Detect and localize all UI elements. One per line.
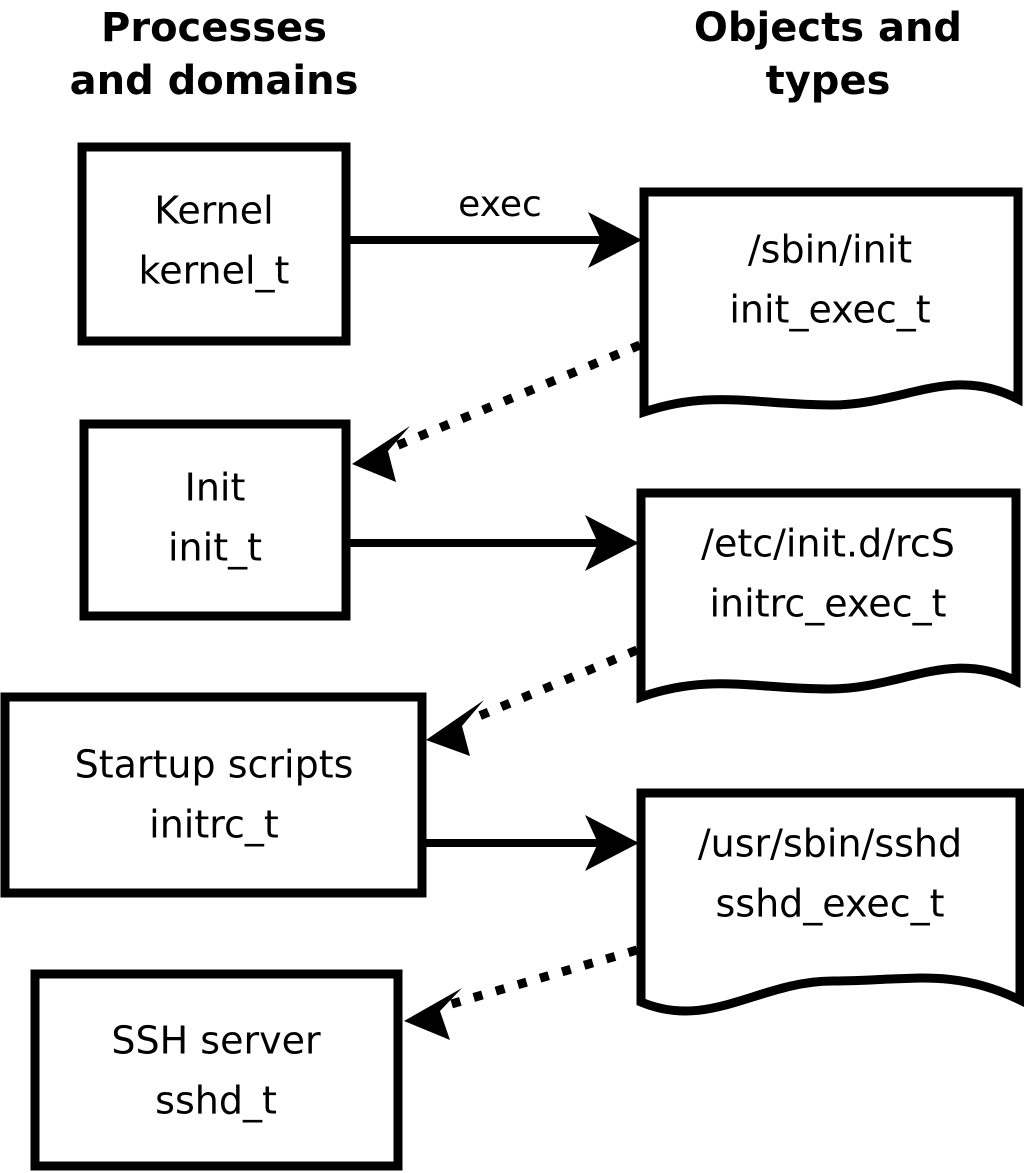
edge-kernel-exec-init_exec: exec — [350, 184, 642, 268]
node-sshd_exec-line1: /usr/sbin/sshd — [698, 822, 962, 866]
edge-label-exec: exec — [458, 184, 542, 225]
node-kernel-line1: Kernel — [154, 189, 273, 233]
node-initrc_exec[interactable]: /etc/init.d/rcS initrc_exec_t — [636, 488, 1021, 704]
column-header-objects-line2: types — [766, 58, 891, 104]
node-init[interactable]: Init init_t — [79, 419, 351, 621]
node-sshd-line2: sshd_t — [155, 1079, 277, 1123]
node-sshd_exec[interactable]: /usr/sbin/sshd sshd_exec_t — [636, 788, 1024, 1016]
column-header-objects-line1: Objects and — [694, 5, 962, 51]
node-sshd-box — [30, 969, 403, 1171]
node-init-line1: Init — [185, 466, 246, 510]
node-initrc_exec-line1: /etc/init.d/rcS — [701, 522, 955, 566]
node-kernel-line2: kernel_t — [139, 249, 290, 293]
arrow-head-icon — [588, 212, 642, 268]
node-init-line2: init_t — [168, 526, 262, 570]
edge-init-exec-initrc_exec — [348, 515, 639, 571]
column-header-processes: Processes and domains — [70, 5, 359, 104]
arrow-head-icon — [352, 426, 410, 482]
node-initrc_exec-document-shape — [636, 488, 1021, 704]
node-sshd[interactable]: SSH server sshd_t — [30, 969, 403, 1171]
node-sshd-line1: SSH server — [111, 1019, 321, 1063]
arrow-head-icon — [426, 700, 484, 756]
node-initrc_exec-line2: initrc_exec_t — [710, 582, 947, 626]
node-initrc-box — [0, 692, 427, 898]
column-header-objects: Objects and types — [694, 5, 962, 104]
edge-sshd_exec-transition-sshd — [404, 945, 639, 1040]
arrow-head-icon — [585, 515, 639, 571]
edge-init_exec-transition-init — [352, 340, 642, 482]
node-initrc-line1: Startup scripts — [75, 743, 354, 787]
node-init_exec-line1: /sbin/init — [748, 228, 912, 272]
node-init_exec-document-shape — [639, 187, 1023, 419]
node-init_exec[interactable]: /sbin/init init_exec_t — [639, 187, 1023, 419]
edge-line — [394, 340, 642, 451]
arrow-head-icon — [404, 988, 462, 1040]
node-init-box — [79, 419, 351, 621]
arrow-head-icon — [585, 815, 639, 871]
column-header-processes-line2: and domains — [70, 58, 359, 104]
edge-line — [446, 945, 639, 1010]
node-init_exec-line2: init_exec_t — [729, 288, 930, 332]
node-sshd_exec-document-shape — [636, 788, 1024, 1016]
edge-initrc_exec-transition-initrc — [426, 645, 639, 756]
edge-line — [470, 645, 639, 724]
node-sshd_exec-line2: sshd_exec_t — [715, 882, 944, 926]
edge-initrc-exec-sshd_exec — [424, 815, 639, 871]
node-kernel-box — [77, 142, 351, 346]
node-initrc-line2: initrc_t — [149, 803, 279, 847]
node-kernel[interactable]: Kernel kernel_t — [77, 142, 351, 346]
column-header-processes-line1: Processes — [101, 5, 327, 51]
node-initrc[interactable]: Startup scripts initrc_t — [0, 692, 427, 898]
